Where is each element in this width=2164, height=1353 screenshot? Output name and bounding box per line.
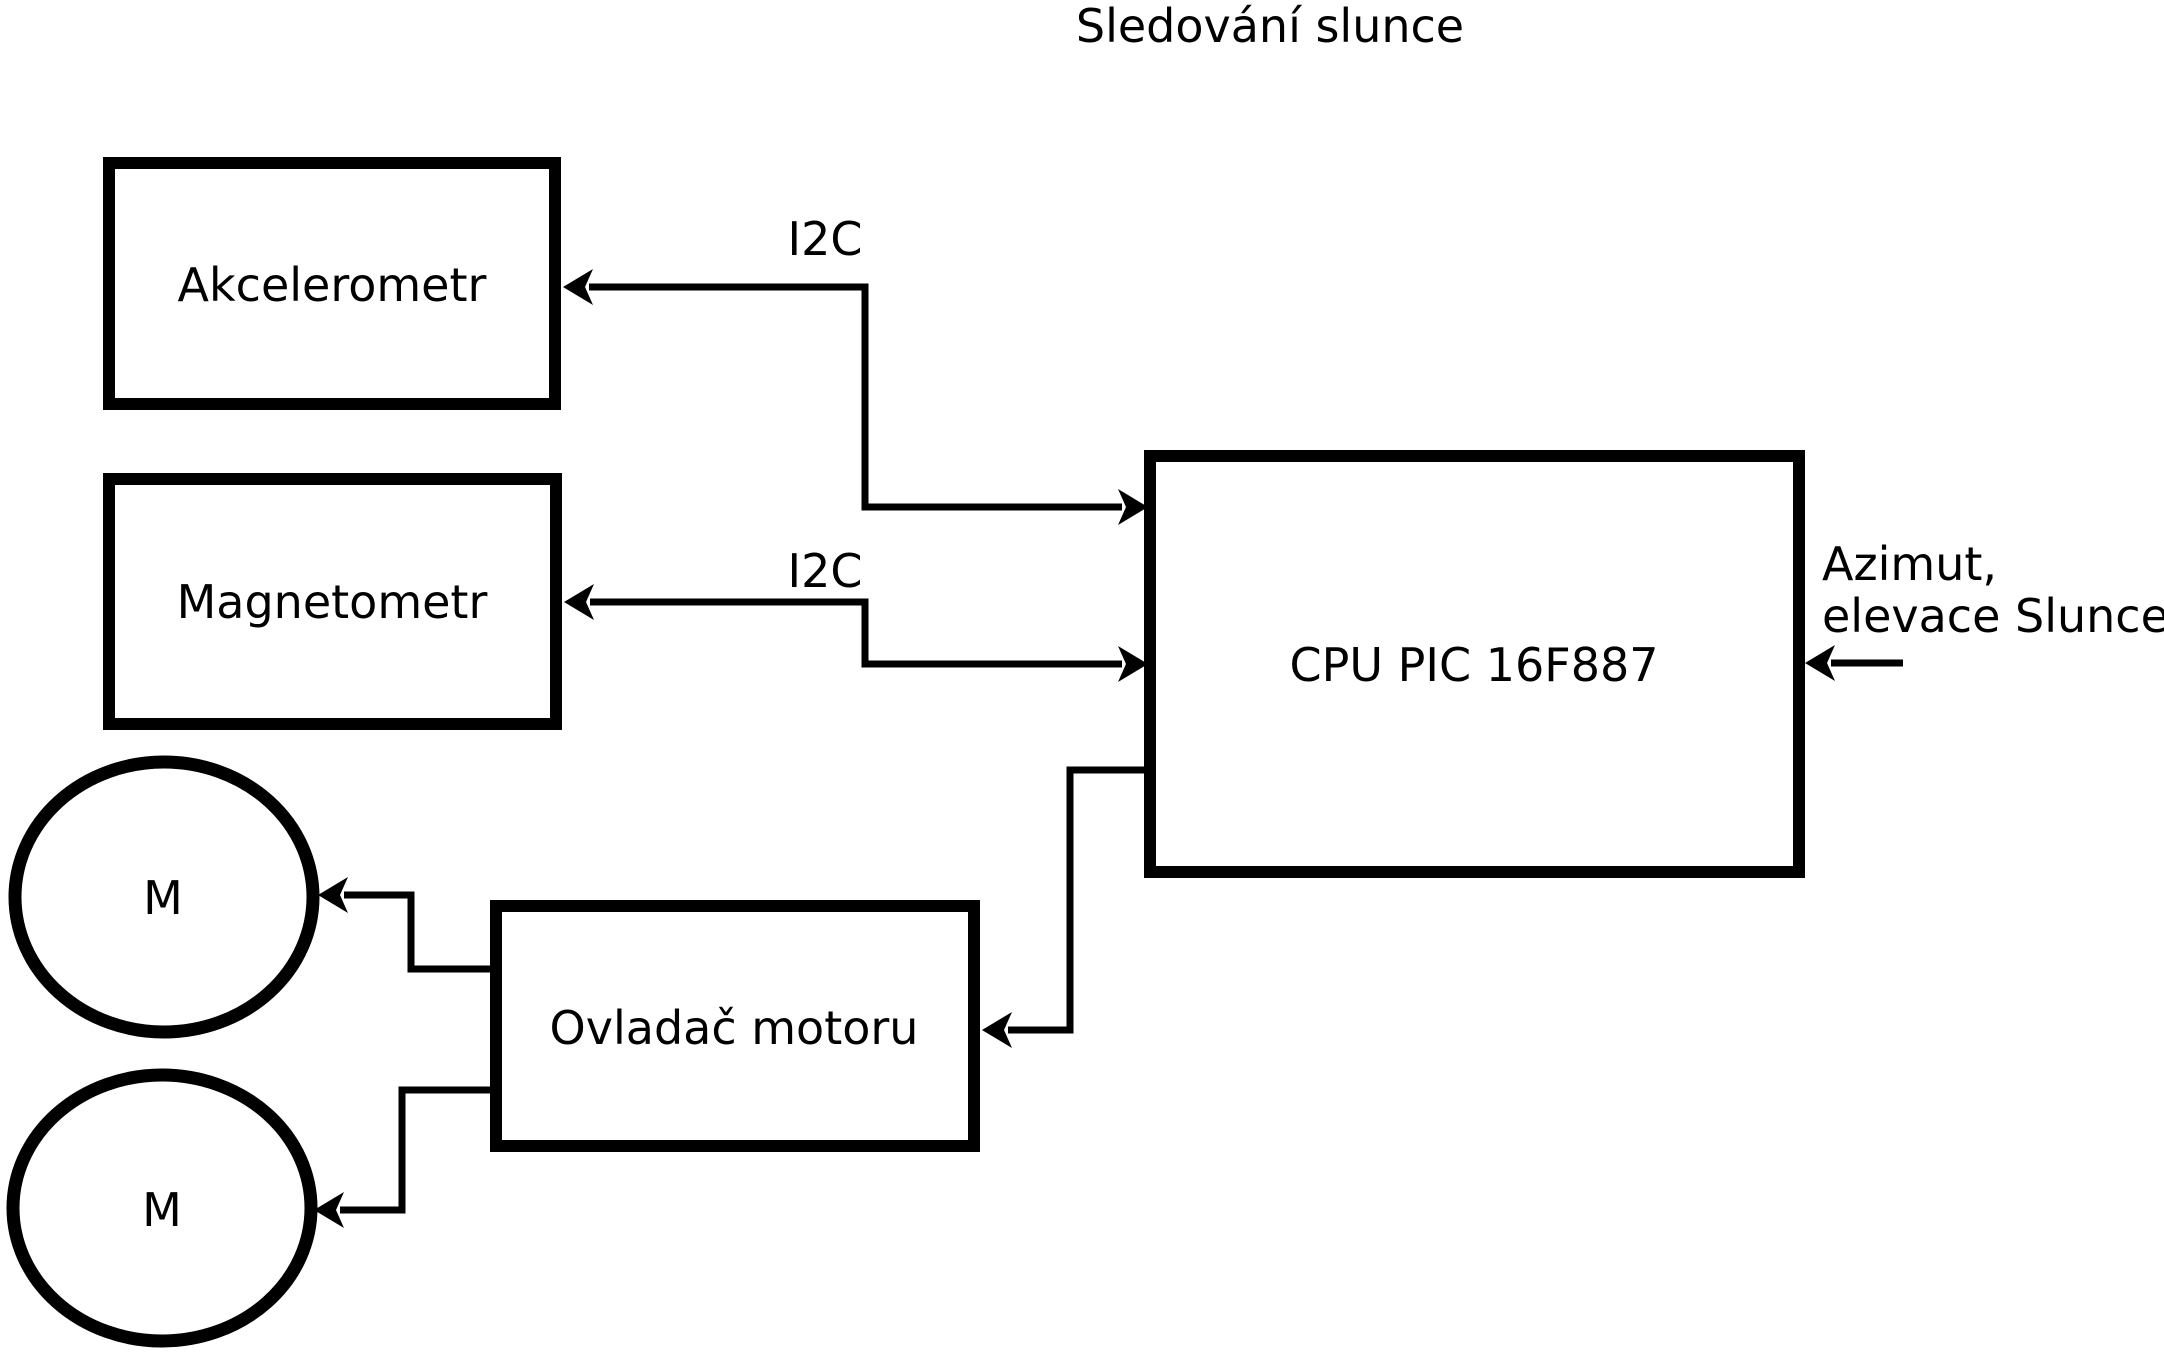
ovladac-motoru-box	[490, 900, 980, 1152]
akcelerometr-box	[103, 157, 561, 410]
wire-i2c-magnetometr-cpu	[590, 598, 1122, 668]
azimut-input-label-line2: elevace Slunce	[1822, 589, 2164, 643]
wire-ovladac-motor1	[344, 891, 496, 973]
wire-ovladac-motor2	[340, 1086, 496, 1214]
arrowhead-into-ovladac-icon	[982, 1012, 1012, 1048]
motor1-label: M	[143, 871, 183, 925]
motor2-label: M	[142, 1183, 182, 1237]
arrowhead-into-magnetometr-icon	[564, 584, 594, 620]
motor1-circle	[8, 755, 320, 1039]
azimut-input-label-line1: Azimut,	[1822, 537, 1997, 591]
i2c-label-akcelerometr: I2C	[788, 212, 863, 266]
cpu-box	[1144, 450, 1805, 878]
arrowhead-into-motor2-icon	[314, 1192, 344, 1228]
cpu-label: CPU PIC 16F887	[1290, 638, 1659, 692]
i2c-label-magnetometr: I2C	[788, 544, 863, 598]
magnetometr-label: Magnetometr	[177, 575, 488, 629]
arrowhead-into-cpu-from-magnetometr-icon	[1118, 646, 1148, 682]
wire-i2c-akcelerometr-cpu	[589, 283, 1122, 511]
motor2-circle	[6, 1068, 318, 1348]
wire-cpu-ovladac	[1008, 766, 1150, 1034]
arrowhead-into-cpu-from-akcelerometr-icon	[1118, 489, 1148, 525]
magnetometr-box	[103, 473, 562, 730]
arrowhead-into-akcelerometr-icon	[563, 269, 593, 305]
diagram-title: Sledování slunce	[1076, 0, 1464, 53]
arrowhead-into-motor1-icon	[318, 877, 348, 913]
arrowhead-into-cpu-from-azimut-icon	[1805, 645, 1835, 681]
akcelerometr-label: Akcelerometr	[178, 258, 487, 312]
ovladac-motoru-label: Ovladač motoru	[550, 1001, 919, 1055]
